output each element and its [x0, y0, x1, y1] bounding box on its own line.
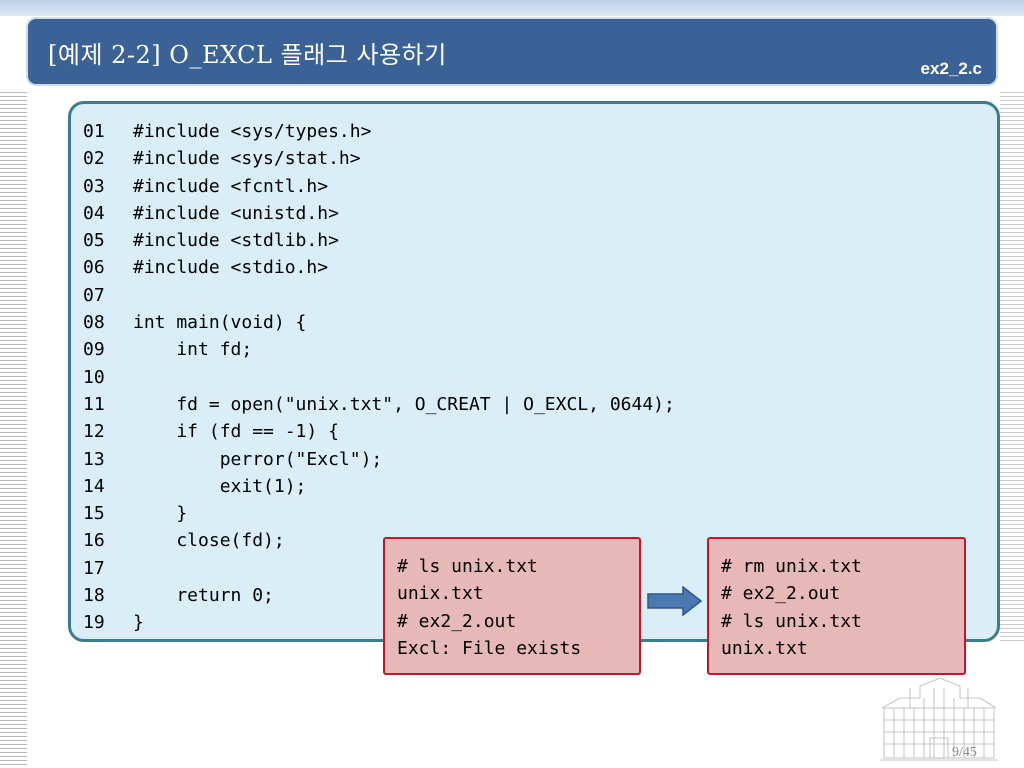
code-text: perror("Excl"); [133, 448, 383, 470]
building-sketch-icon [880, 677, 998, 761]
code-text: return 0; [133, 585, 274, 607]
code-text: fd = open("unix.txt", O_CREAT | O_EXCL, … [133, 393, 675, 415]
code-line: 14 exit(1); [83, 473, 675, 500]
code-line: 02 #include <sys/stat.h> [83, 145, 675, 172]
line-number: 15 [83, 503, 105, 525]
line-number: 04 [83, 202, 105, 224]
code-line: 12 if (fd == -1) { [83, 418, 675, 445]
code-line: 05 #include <stdlib.h> [83, 227, 675, 254]
line-number: 02 [83, 148, 105, 170]
code-line: 17 [83, 555, 675, 582]
code-text: } [133, 612, 144, 634]
code-text: exit(1); [133, 475, 307, 497]
code-text: int fd; [133, 339, 253, 361]
line-number: 08 [83, 312, 105, 334]
line-number: 12 [83, 421, 105, 443]
code-text: int main(void) { [133, 312, 307, 334]
line-number: 07 [83, 284, 105, 306]
terminal-line: # rm unix.txt [721, 556, 862, 577]
left-decorative-stripes [0, 92, 27, 768]
code-line: 06 #include <stdio.h> [83, 254, 675, 281]
code-text: #include <stdio.h> [133, 257, 329, 279]
page-number: 9/45 [952, 745, 977, 760]
code-text: #include <stdlib.h> [133, 230, 339, 252]
line-number: 05 [83, 230, 105, 252]
code-line: 08 int main(void) { [83, 309, 675, 336]
line-number: 01 [83, 121, 105, 142]
line-number: 13 [83, 448, 105, 470]
slide-title: [예제 2-2] O_EXCL 플래그 사용하기 [48, 41, 447, 69]
code-line: 13 perror("Excl"); [83, 446, 675, 473]
terminal-line: unix.txt [397, 583, 484, 605]
line-number: 19 [83, 612, 105, 634]
code-line: 03 #include <fcntl.h> [83, 173, 675, 200]
title-bar: [예제 2-2] O_EXCL 플래그 사용하기 ex2_2.c [26, 17, 998, 86]
code-line: 19} [83, 609, 675, 636]
code-text: } [133, 503, 188, 525]
line-number: 14 [83, 475, 105, 497]
code-line: 15 } [83, 500, 675, 527]
terminal-line: # ls unix.txt [397, 556, 538, 577]
code-line: 09 int fd; [83, 336, 675, 363]
terminal-line: unix.txt [721, 637, 808, 659]
code-line: 04 #include <unistd.h> [83, 200, 675, 227]
line-number: 16 [83, 530, 105, 552]
code-text: #include <fcntl.h> [133, 175, 329, 197]
code-line: 16 close(fd); [83, 527, 675, 554]
line-number: 06 [83, 257, 105, 279]
terminal-line: Excl: File exists [397, 637, 582, 659]
code-listing: 01 #include <sys/types.h> 02 #include <sys/… [83, 118, 675, 637]
code-text: close(fd); [133, 530, 285, 552]
code-line: 10 [83, 364, 675, 391]
code-line: 18 return 0; [83, 582, 675, 609]
line-number: 17 [83, 557, 105, 579]
line-number: 11 [83, 393, 105, 415]
right-decorative-stripes [1000, 92, 1024, 642]
code-text: if (fd == -1) { [133, 421, 339, 443]
terminal-line: # ex2_2.out [721, 583, 841, 605]
right-arrow-icon [647, 586, 703, 616]
terminal-line: # ex2_2.out [397, 610, 517, 632]
file-name-tag: ex2_2.c [920, 59, 982, 78]
line-number: 09 [83, 339, 105, 361]
terminal-line: # ls unix.txt [721, 610, 862, 632]
code-text: #include <sys/stat.h> [133, 148, 361, 170]
code-text: #include <unistd.h> [133, 202, 339, 224]
line-number: 03 [83, 175, 105, 197]
line-number: 18 [83, 585, 105, 607]
terminal-output-second-run: # rm unix.txt # ex2_2.out # ls unix.txt uni… [707, 537, 966, 675]
code-line: 07 [83, 282, 675, 309]
code-line: 11 fd = open("unix.txt", O_CREAT | O_EXC… [83, 391, 675, 418]
code-text: #include <sys/types.h> [133, 121, 372, 142]
line-number: 10 [83, 366, 105, 388]
top-band [0, 0, 1024, 16]
code-line: 01 #include <sys/types.h> [83, 118, 675, 145]
